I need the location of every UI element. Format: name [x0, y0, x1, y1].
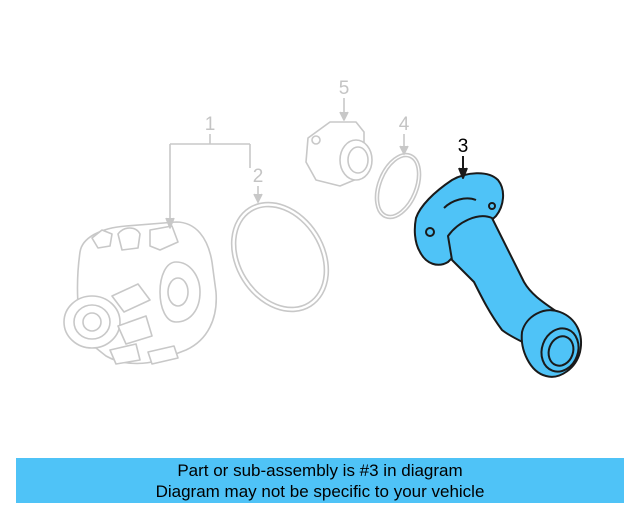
part-5-flange-fitting — [305, 98, 373, 187]
part-2-o-ring — [230, 186, 330, 313]
parts-diagram: 1 2 3 4 5 — [63, 78, 585, 378]
callout-5: 5 — [339, 78, 350, 99]
part-4-small-o-ring — [374, 134, 422, 220]
callout-1: 1 — [205, 114, 216, 135]
info-banner: Part or sub-assembly is #3 in diagram Di… — [16, 458, 624, 503]
banner-line-disclaimer: Diagram may not be specific to your vehi… — [155, 481, 485, 501]
part-3-coolant-pipe[interactable] — [413, 156, 585, 378]
callout-3: 3 — [458, 136, 469, 157]
part-1-water-pump — [63, 134, 251, 365]
banner-line-part-number: Part or sub-assembly is #3 in diagram — [177, 460, 463, 480]
callout-4: 4 — [399, 114, 410, 135]
callout-2: 2 — [253, 166, 264, 187]
